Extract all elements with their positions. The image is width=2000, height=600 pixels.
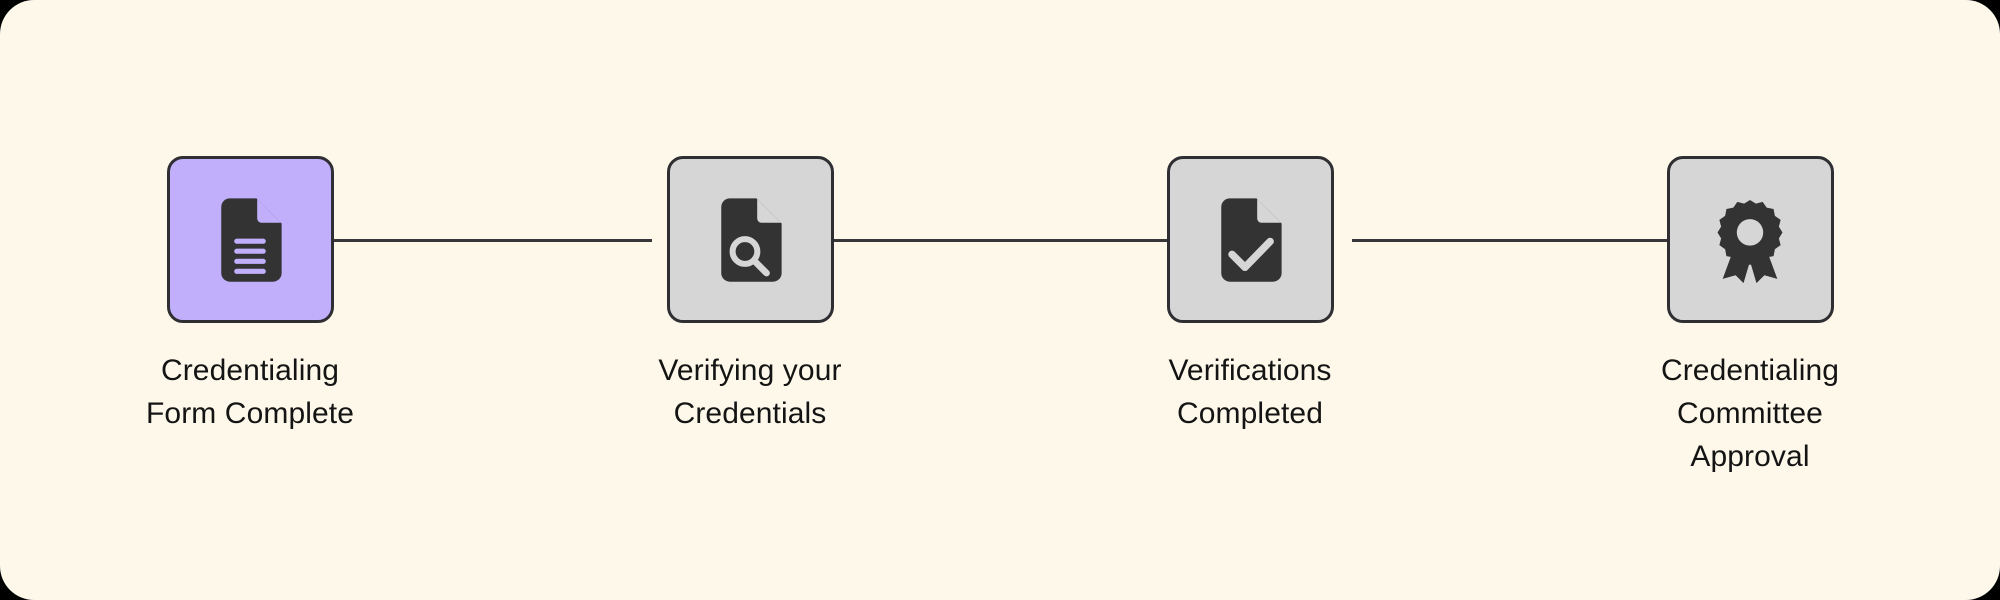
step-node-1[interactable] (166, 156, 334, 323)
document-check-icon (1204, 194, 1296, 286)
step-node-4[interactable] (1666, 156, 1834, 323)
step-label-1: Credentialing Form Complete (145, 354, 355, 430)
step-credentialing-committee-approval[interactable]: Credentialing Committee Approval (1560, 0, 1940, 478)
step-label-3: Verifications Completed (1168, 354, 1332, 430)
step-verifications-completed[interactable]: Verifications Completed (1060, 0, 1440, 435)
step-label-2: Verifying your Credentials (658, 354, 842, 430)
step-node-2[interactable] (666, 156, 834, 323)
award-ribbon-icon (1704, 194, 1796, 286)
step-node-3[interactable] (1166, 156, 1334, 323)
step-label-4: Credentialing Committee Approval (1660, 354, 1840, 473)
step-credentialing-form-complete[interactable]: Credentialing Form Complete (60, 0, 440, 435)
step-verifying-your-credentials[interactable]: Verifying your Credentials (560, 0, 940, 435)
document-lines-icon (204, 194, 296, 286)
document-search-icon (704, 194, 796, 286)
